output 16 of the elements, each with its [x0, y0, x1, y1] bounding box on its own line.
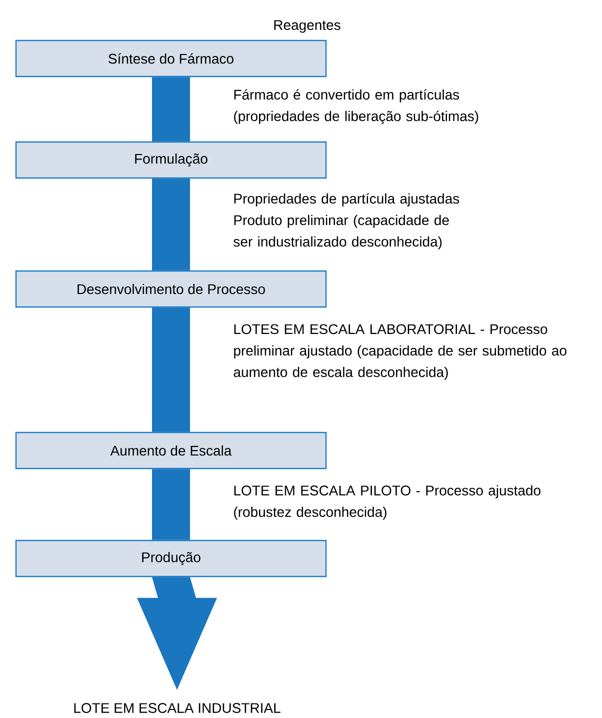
flow-arrow — [152, 308, 190, 432]
process-box: Produção — [15, 540, 327, 578]
flow-arrow — [137, 577, 217, 690]
input-label: Reagentes — [274, 20, 340, 33]
stage-note: LOTE EM ESCALA PILOTO - Processo ajustado (robustez desconhecida) — [234, 485, 540, 520]
flow-arrow — [152, 469, 190, 540]
stage-note: Propriedades de partícula ajustadas Produto preliminar (capacidade de ser industrializado desconhecida) — [234, 193, 460, 250]
process-box: Formulação — [15, 141, 327, 179]
flow-arrow — [152, 178, 190, 270]
stage-note: LOTES EM ESCALA LABORATORIAL - Processo preliminar ajustado (capacidade de ser submetido ao aumento de escala desconhecida) — [234, 324, 566, 380]
process-box: Síntese do Fármaco — [15, 40, 327, 78]
flow-arrow — [152, 77, 190, 142]
stage-note: Fármaco é convertido em partículas (propriedades de liberação sub-ótimas) — [234, 89, 478, 124]
process-box: Desenvolvimento de Processo — [15, 270, 327, 308]
output-label: LOTE EM ESCALA INDUSTRIAL — [74, 703, 280, 713]
process-box: Aumento de Escala — [15, 432, 327, 470]
